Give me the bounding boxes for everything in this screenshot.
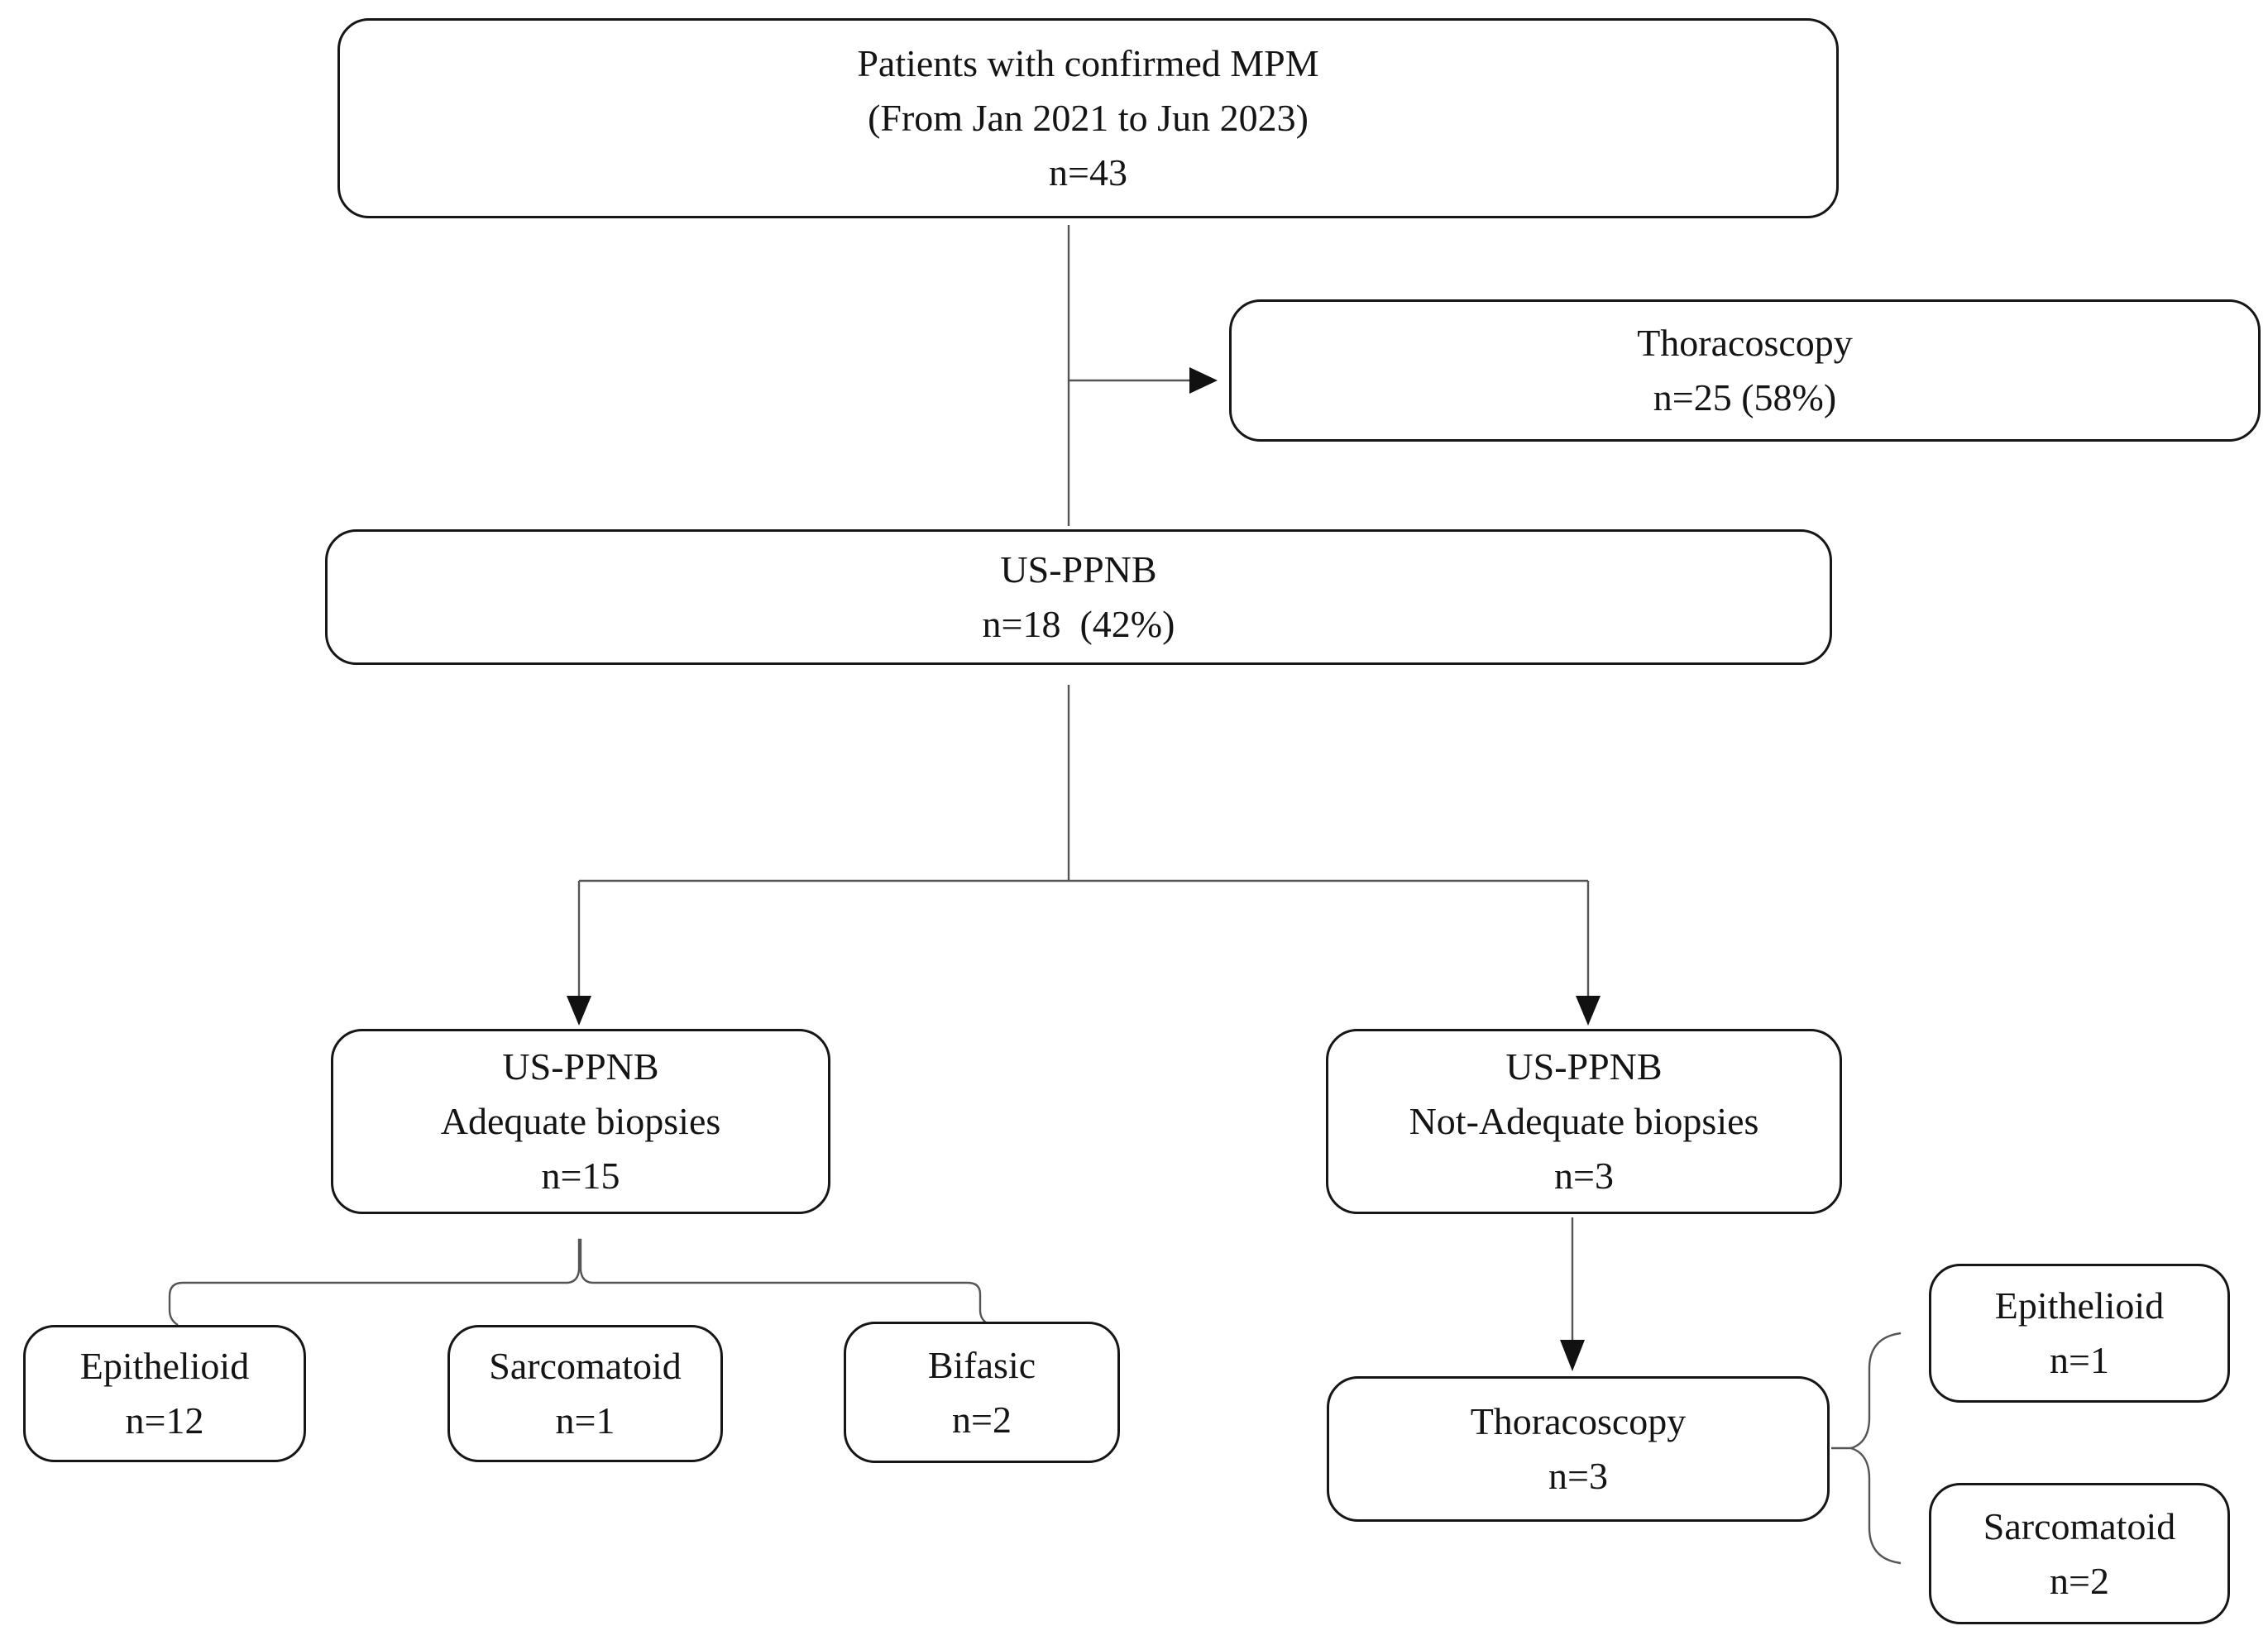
node-not-adequate-biopsies: US-PPNB Not-Adequate biopsies n=3 bbox=[1326, 1029, 1842, 1214]
node-text-line: (From Jan 2021 to Jun 2023) bbox=[868, 97, 1309, 139]
node-thoracoscopy-initial: Thoracoscopy n=25 (58%) bbox=[1229, 299, 2261, 442]
node-bifasic-adequate: Bifasic n=2 bbox=[844, 1322, 1120, 1463]
arrowhead-right-icon bbox=[1189, 367, 1218, 394]
node-sarcomatoid-adequate: Sarcomatoid n=1 bbox=[447, 1325, 723, 1462]
node-adequate-biopsies: US-PPNB Adequate biopsies n=15 bbox=[331, 1029, 830, 1214]
node-text-line: n=12 bbox=[125, 1399, 204, 1442]
node-text-line: n=2 bbox=[2050, 1559, 2109, 1602]
node-text-line: Sarcomatoid bbox=[489, 1345, 682, 1387]
node-text-line: n=3 bbox=[1548, 1455, 1608, 1497]
node-us-ppnb: US-PPNB n=18 (42%) bbox=[325, 529, 1832, 665]
node-epithelioid-adequate: Epithelioid n=12 bbox=[23, 1325, 306, 1462]
node-text-line: Epithelioid bbox=[1994, 1284, 2165, 1327]
node-text-line: US-PPNB bbox=[502, 1045, 659, 1088]
node-text-line: US-PPNB bbox=[1000, 548, 1157, 591]
node-text-line: US-PPNB bbox=[1505, 1045, 1663, 1088]
node-text-line: Thoracoscopy bbox=[1470, 1400, 1687, 1442]
node-text-line: n=15 bbox=[541, 1155, 620, 1197]
arrowhead-down-left-icon bbox=[567, 996, 591, 1026]
arrowhead-down-icon bbox=[1560, 1340, 1585, 1371]
node-text-line: Patients with confirmed MPM bbox=[857, 42, 1319, 84]
arrowhead-down-right-icon bbox=[1576, 996, 1601, 1026]
node-text-line: n=43 bbox=[1049, 151, 1127, 194]
node-thoracoscopy-rescue: Thoracoscopy n=3 bbox=[1327, 1376, 1830, 1522]
node-text-line: Sarcomatoid bbox=[1983, 1504, 2176, 1547]
node-confirmed-mpm: Patients with confirmed MPM (From Jan 20… bbox=[337, 18, 1839, 218]
node-epithelioid-rescue: Epithelioid n=1 bbox=[1929, 1264, 2230, 1403]
connector-adequate-branch bbox=[168, 1238, 987, 1327]
node-text-line: Thoracoscopy bbox=[1637, 322, 1853, 364]
node-text-line: Not-Adequate biopsies bbox=[1409, 1100, 1759, 1142]
brace-icon bbox=[1848, 1332, 1902, 1565]
node-text-line: n=2 bbox=[952, 1398, 1012, 1441]
node-text-line: n=3 bbox=[1554, 1155, 1614, 1197]
node-text-line: Adequate biopsies bbox=[440, 1100, 721, 1142]
node-text-line: n=1 bbox=[2050, 1339, 2109, 1381]
node-text-line: Bifasic bbox=[927, 1343, 1036, 1386]
node-text-line: n=1 bbox=[555, 1399, 615, 1442]
node-text-line: Epithelioid bbox=[79, 1345, 250, 1387]
node-text-line: n=25 (58%) bbox=[1653, 376, 1837, 418]
node-text-line: n=18 (42%) bbox=[982, 603, 1175, 645]
node-sarcomatoid-rescue: Sarcomatoid n=2 bbox=[1929, 1483, 2230, 1624]
